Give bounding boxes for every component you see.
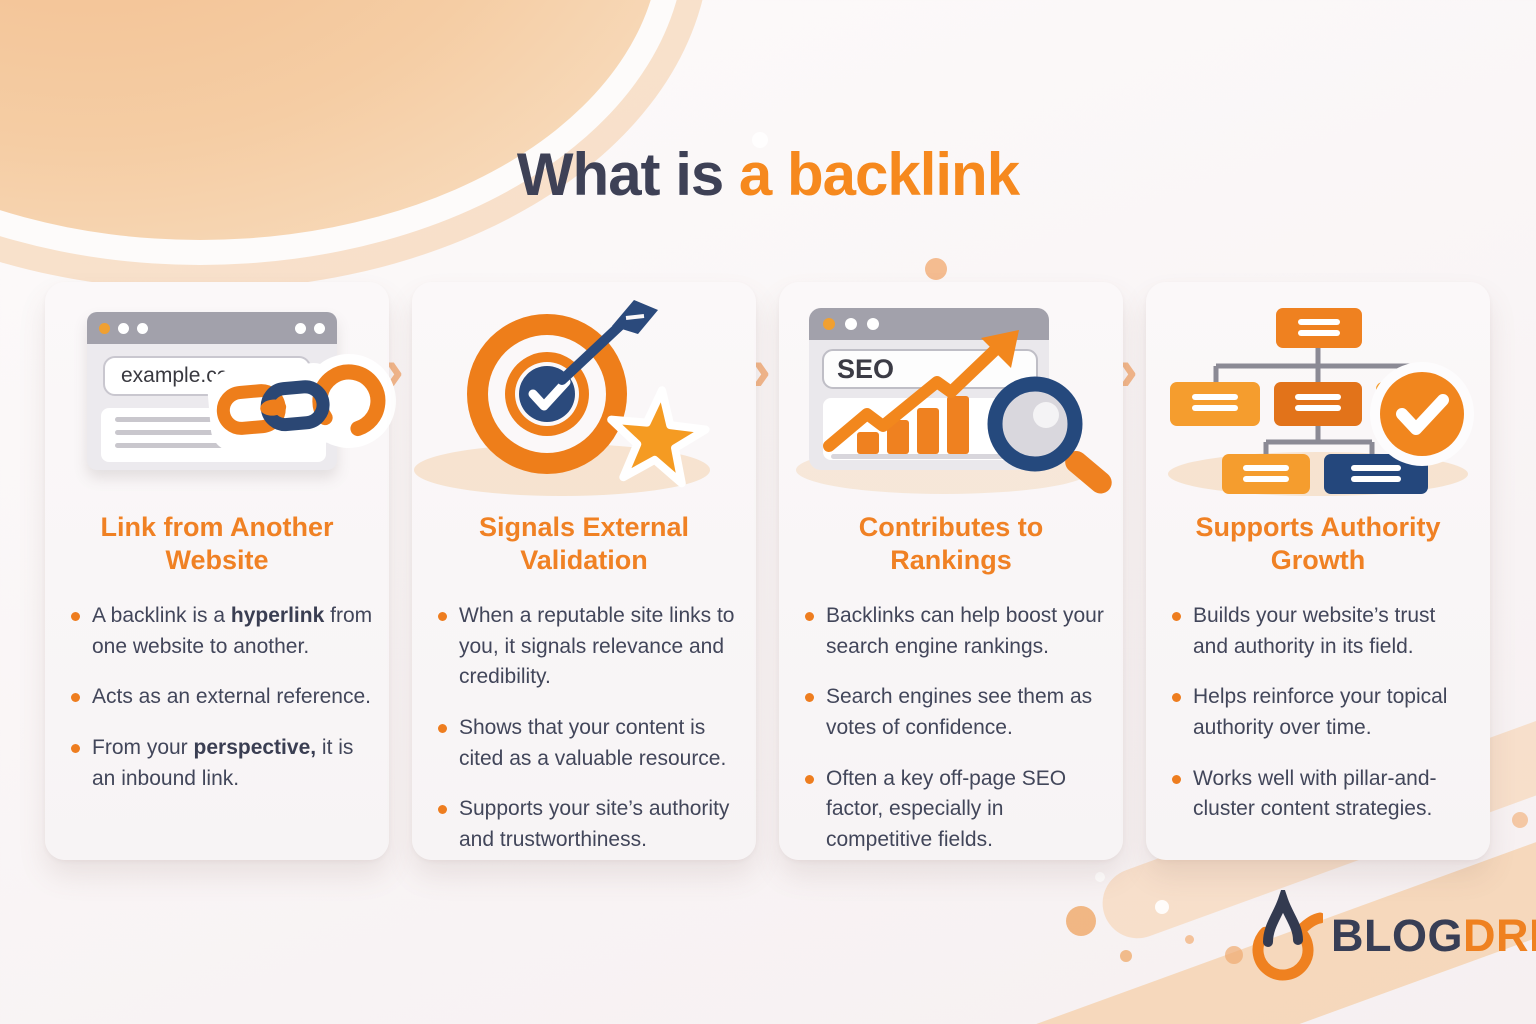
bullet-item: Backlinks can help boost your search eng… (805, 601, 1107, 662)
blogdrip-drop-icon (1252, 890, 1323, 981)
background-dot (1066, 906, 1096, 936)
window-dot-icon (137, 322, 148, 334)
bullet-item: Builds your website’s trust and authorit… (1172, 601, 1474, 662)
background-dot (925, 258, 947, 280)
page-title: What is a backlink (0, 140, 1536, 210)
background-dot (1185, 935, 1194, 944)
bullet-item: Acts as an external reference. (71, 682, 373, 713)
seo-rankings-illustration: SEO (779, 298, 1123, 494)
bullet-dot-icon (805, 774, 814, 784)
background-dot (1095, 872, 1105, 882)
card-bullets: Builds your website’s trust and authorit… (1146, 601, 1490, 825)
bullet-item: Search engines see them as votes of conf… (805, 682, 1107, 743)
background-dot (1512, 812, 1528, 828)
card-heading: Supports Authority Growth (1195, 512, 1441, 575)
bullet-dot-icon (71, 693, 80, 703)
logo-text-drip: DRIP (1463, 910, 1536, 961)
seo-search-text: SEO (837, 354, 894, 384)
card-heading: Contributes to Rankings (858, 512, 1044, 575)
card-contributes-to-rankings: SEO Contributes to Ran (779, 282, 1123, 860)
browser-link-illustration: example.com (45, 298, 396, 493)
background-dot (752, 132, 768, 148)
bullet-dot-icon (71, 743, 80, 753)
bullet-dot-icon (1172, 774, 1181, 784)
background-dot (1155, 900, 1169, 914)
bullet-item: A backlink is a hyperlink from one websi… (71, 601, 373, 662)
card-link-from-another-website: example.com Link from Another Website A … (45, 282, 396, 860)
card-bullets: A backlink is a hyperlink from one websi… (45, 601, 389, 794)
bullet-item: Helps reinforce your topical authority o… (1172, 682, 1474, 743)
bullet-dot-icon (1172, 611, 1181, 621)
background-dot (1120, 950, 1132, 962)
check-badge-icon (1370, 362, 1474, 466)
blogdrip-logo: BLOGDRIP (1243, 890, 1536, 982)
card-bullets: When a reputable site links to you, it s… (412, 601, 756, 856)
bar-chart-icon (857, 396, 969, 454)
bullet-dot-icon (71, 611, 80, 621)
card-bullets: Backlinks can help boost your search eng… (779, 601, 1123, 856)
sitemap-illustration (1146, 298, 1490, 496)
target-star-illustration (412, 298, 756, 496)
bullet-dot-icon (805, 693, 814, 703)
trend-arrow-icon (823, 330, 1019, 452)
bullet-dot-icon (438, 723, 447, 733)
window-dot-icon (295, 322, 306, 334)
bullet-dot-icon (438, 805, 447, 815)
bullet-item: Often a key off-page SEO factor, especia… (805, 764, 1107, 856)
magnifier-icon (987, 376, 1112, 494)
bullet-dot-icon (805, 611, 814, 621)
title-highlight: a backlink (738, 141, 1020, 208)
bullet-item: From your perspective, it is an inbound … (71, 733, 373, 794)
star-icon (607, 386, 710, 488)
dart-icon (557, 300, 658, 385)
bullet-item: When a reputable site links to you, it s… (438, 601, 740, 693)
card-heading: Signals External Validation (478, 512, 690, 575)
bullet-item: Shows that your content is cited as a va… (438, 713, 740, 774)
card-supports-authority-growth: Supports Authority Growth Builds your we… (1146, 282, 1490, 860)
window-dot-icon (118, 322, 129, 334)
window-dot-icon (99, 322, 110, 334)
window-dot-icon (314, 322, 325, 334)
background-dot (1225, 946, 1243, 964)
title-prefix: What is (516, 141, 739, 208)
logo-text-blog: BLOG (1331, 910, 1463, 961)
card-heading: Link from Another Website (100, 512, 334, 575)
chain-link-icon (207, 353, 396, 453)
bullet-dot-icon (1172, 693, 1181, 703)
background-dot (808, 184, 817, 193)
bullet-item: Supports your site’s authority and trust… (438, 794, 740, 855)
bullet-dot-icon (438, 611, 447, 621)
card-signals-external-validation: Signals External Validation When a reput… (412, 282, 756, 860)
bullet-item: Works well with pillar-and-cluster conte… (1172, 764, 1474, 825)
browser-titlebar (87, 312, 337, 344)
